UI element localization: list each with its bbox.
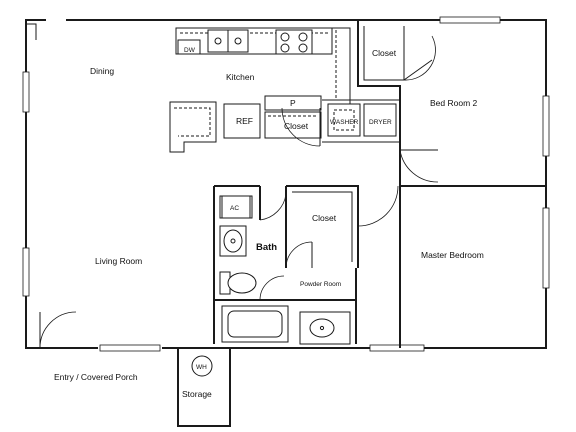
room-master-bedroom: Master Bedroom: [421, 250, 484, 260]
storage-area: WH: [177, 348, 231, 427]
powder-sink-counter: [299, 311, 351, 345]
room-closet-mid: Closet: [312, 213, 337, 223]
room-living-room: Living Room: [95, 256, 142, 266]
dishwasher-label: DW: [184, 47, 196, 54]
interior-walls: [39, 185, 401, 349]
room-closet-top: Closet: [372, 48, 397, 58]
window-left-upper: [22, 71, 30, 113]
window-top-right: [439, 16, 501, 24]
kitchen-island: REF P Closet: [169, 95, 322, 153]
room-entry-porch: Entry / Covered Porch: [54, 372, 138, 382]
room-dining: Dining: [90, 66, 114, 76]
window-bottom-left: [99, 344, 161, 352]
toilet-bowl: [227, 272, 257, 294]
pantry: [264, 95, 322, 111]
washer-label: WASHER: [330, 119, 359, 126]
refrigerator-label: REF: [236, 116, 253, 126]
window-right-lower: [542, 207, 550, 289]
room-kitchen: Kitchen: [226, 72, 255, 82]
windows: [22, 16, 550, 352]
bath-fixtures: AC: [219, 195, 351, 345]
powder-sink: [309, 318, 335, 338]
window-right-upper: [542, 95, 550, 157]
water-heater-label: WH: [196, 364, 207, 371]
dryer: [363, 103, 397, 137]
water-heater: [191, 355, 213, 377]
room-labels: Dining Kitchen Closet Bed Room 2 Closet …: [54, 48, 484, 399]
window-left-lower: [22, 247, 30, 297]
ac-unit: [221, 195, 251, 219]
pantry-label: P: [290, 98, 296, 108]
bathtub: [221, 305, 289, 343]
room-bedroom-2: Bed Room 2: [430, 98, 478, 108]
room-storage: Storage: [182, 389, 212, 399]
laundry: WASHER DRYER: [281, 99, 401, 147]
refrigerator: [223, 103, 261, 139]
bath-sink: [223, 229, 243, 253]
dryer-label: DRYER: [369, 119, 392, 126]
ac-label: AC: [230, 205, 239, 212]
kitchen-counters: DW: [175, 27, 351, 112]
kitchen-closet-label: Closet: [284, 121, 309, 131]
window-bottom-mid: [369, 344, 425, 352]
room-powder-room: Powder Room: [300, 281, 341, 288]
washer: [327, 103, 361, 137]
dishwasher: [177, 39, 201, 55]
room-bath: Bath: [256, 242, 277, 253]
